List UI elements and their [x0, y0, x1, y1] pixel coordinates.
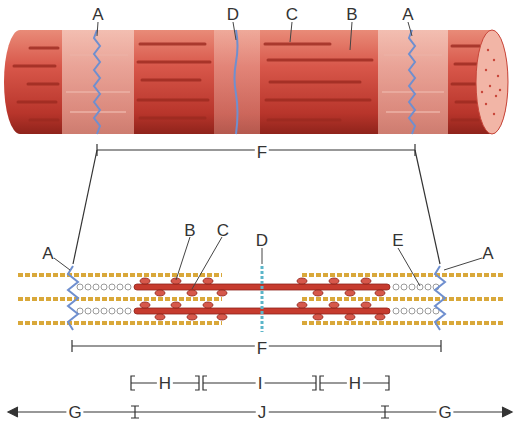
part-label: A — [480, 245, 495, 262]
part-label: C — [284, 6, 300, 23]
part-label: G — [436, 404, 453, 421]
filament-stripes — [14, 44, 486, 120]
bracket — [73, 144, 440, 264]
part-label: C — [215, 222, 231, 239]
part-label: A — [40, 245, 55, 262]
part-label: H — [347, 375, 363, 392]
part-label: I — [256, 375, 265, 392]
z-disc — [68, 266, 78, 330]
i-band — [378, 30, 448, 134]
thin-stripes — [66, 55, 444, 112]
m-line — [235, 30, 238, 134]
part-label: F — [255, 144, 269, 161]
part-label: D — [254, 232, 270, 249]
part-label: B — [344, 6, 359, 23]
leader-lines — [97, 22, 412, 50]
z-disc — [94, 30, 100, 134]
myofibril — [4, 30, 508, 134]
part-label: A — [90, 6, 105, 23]
cut-face-dots — [481, 49, 501, 115]
part-label: H — [157, 375, 173, 392]
part-label: F — [255, 340, 269, 357]
cut-face — [476, 30, 508, 134]
i-band — [62, 30, 134, 134]
h-zone — [214, 30, 260, 134]
part-label: J — [256, 404, 269, 421]
part-label: D — [225, 6, 241, 23]
z-disc — [435, 266, 445, 330]
part-label: E — [390, 232, 405, 249]
titin — [77, 284, 439, 314]
part-label: B — [182, 222, 197, 239]
part-label: G — [66, 404, 83, 421]
m-line — [261, 266, 264, 332]
z-disc — [409, 30, 415, 134]
part-label: A — [400, 6, 415, 23]
